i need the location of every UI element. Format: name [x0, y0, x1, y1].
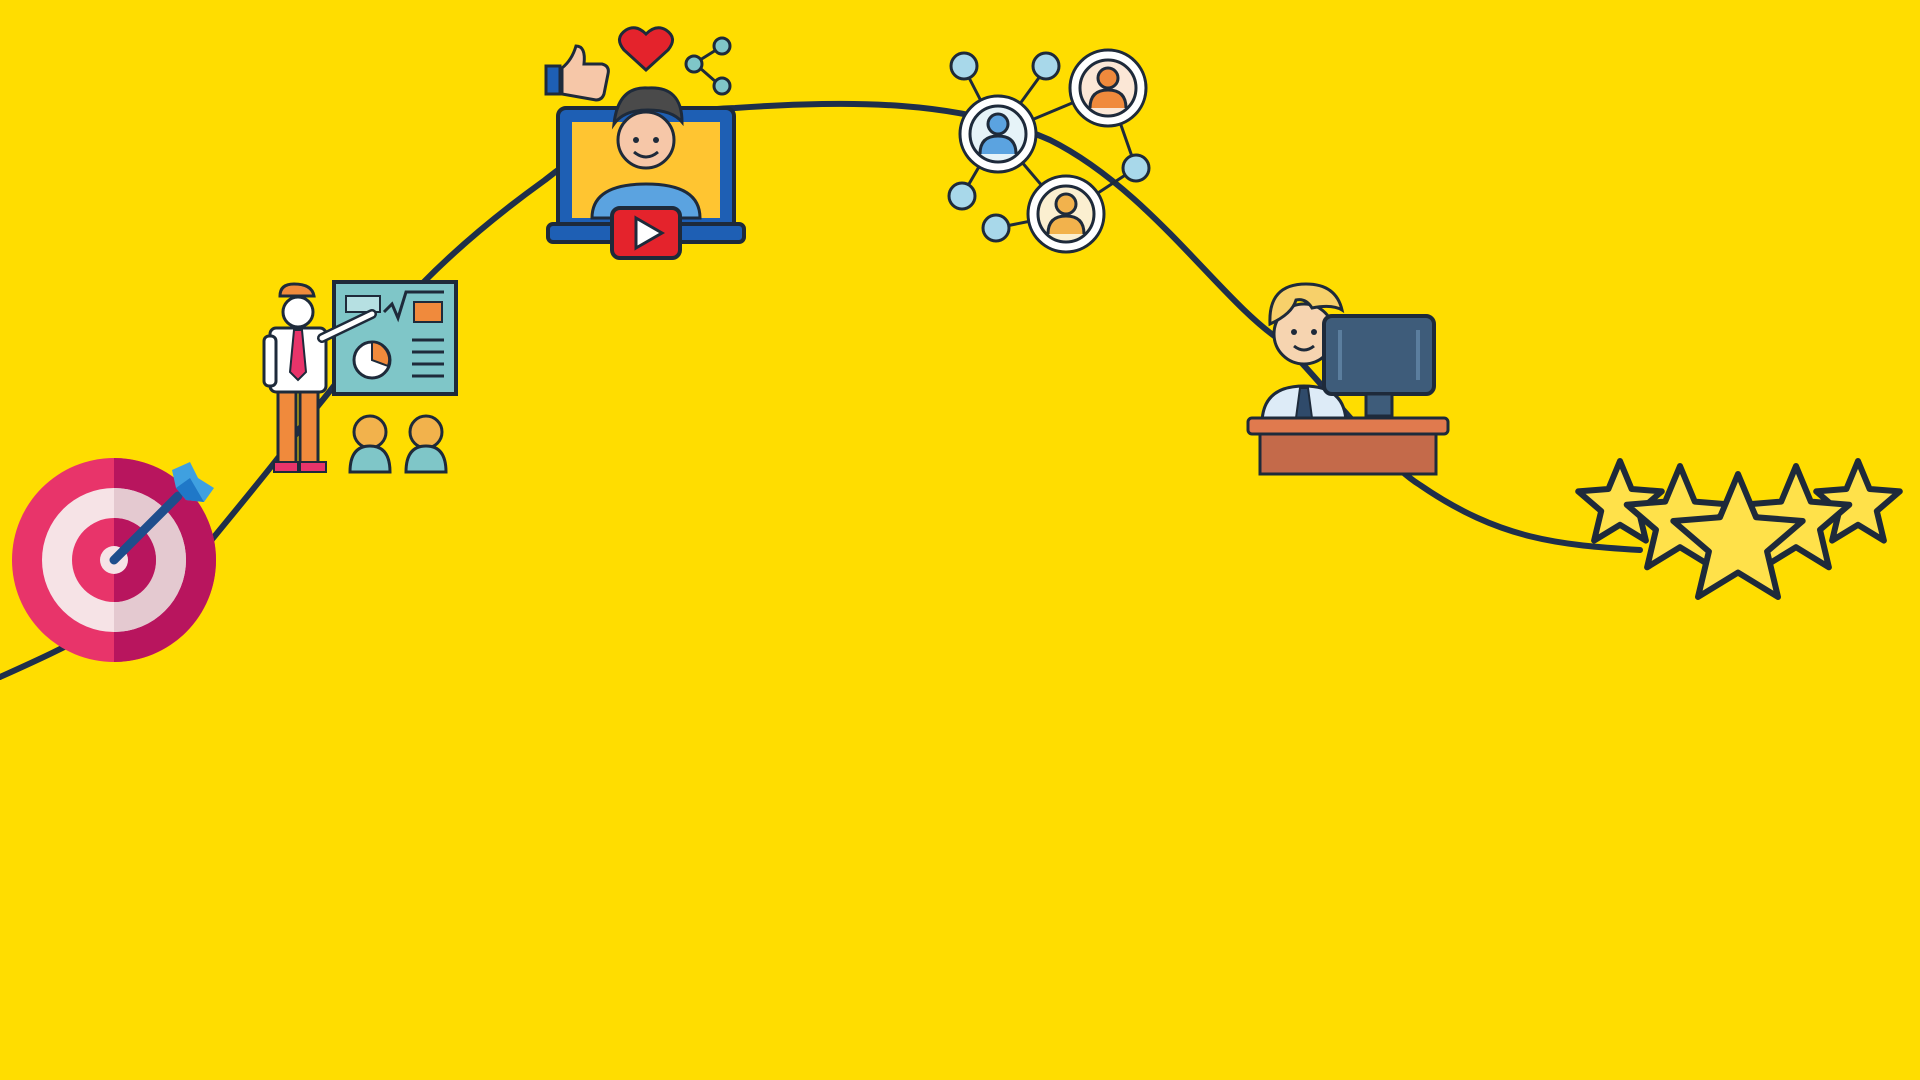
star-5 [1670, 471, 1806, 600]
presentation-icon [262, 280, 458, 474]
star-2 [1813, 458, 1903, 544]
video-influencer-icon [544, 26, 746, 260]
network-icon [947, 48, 1151, 254]
target-dart-icon [12, 458, 216, 662]
customer-service-icon [1246, 282, 1450, 476]
rating-stars-icon [1575, 458, 1903, 600]
